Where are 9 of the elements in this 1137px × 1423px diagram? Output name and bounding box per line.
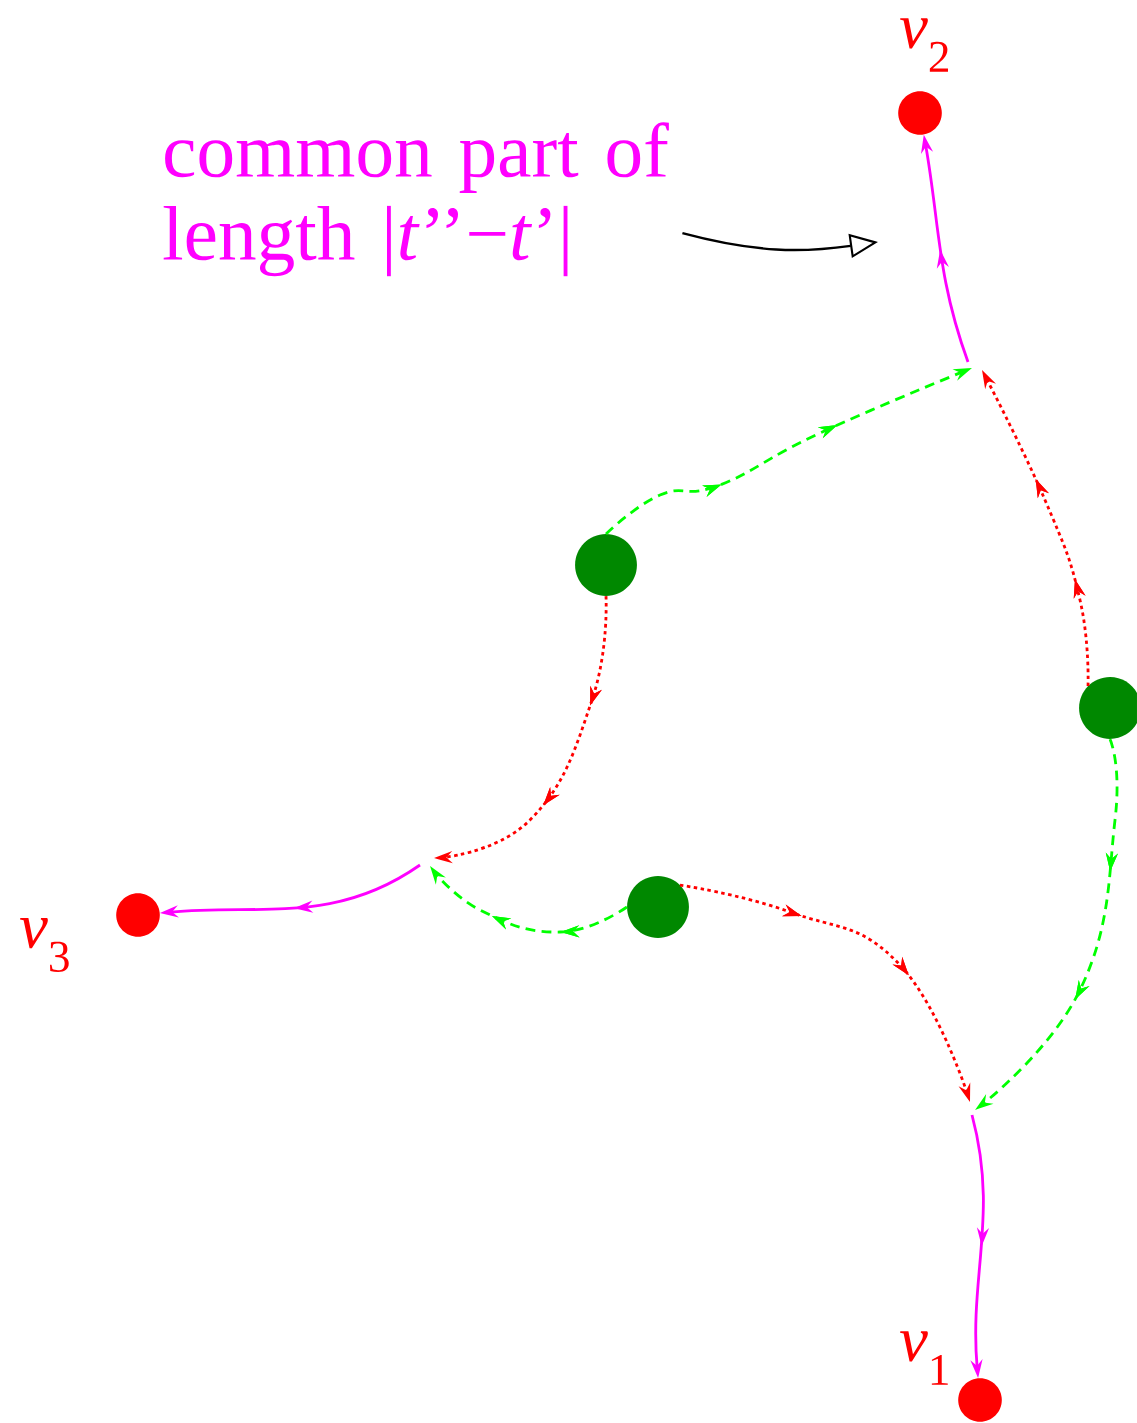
vertex-dot xyxy=(575,534,637,596)
vertex-dot xyxy=(898,91,942,135)
vertex-label: v$_{1}$ xyxy=(900,1331,948,1385)
vertex-dot xyxy=(627,876,689,938)
vertex-label: v$_{2}$ xyxy=(900,18,948,72)
vertex-dot xyxy=(116,893,160,937)
vertex-dot xyxy=(958,1378,1002,1422)
vertex-label: v$_{3}$ xyxy=(20,918,69,973)
annotation-text: common part of length |t’’−t’| xyxy=(163,122,669,277)
